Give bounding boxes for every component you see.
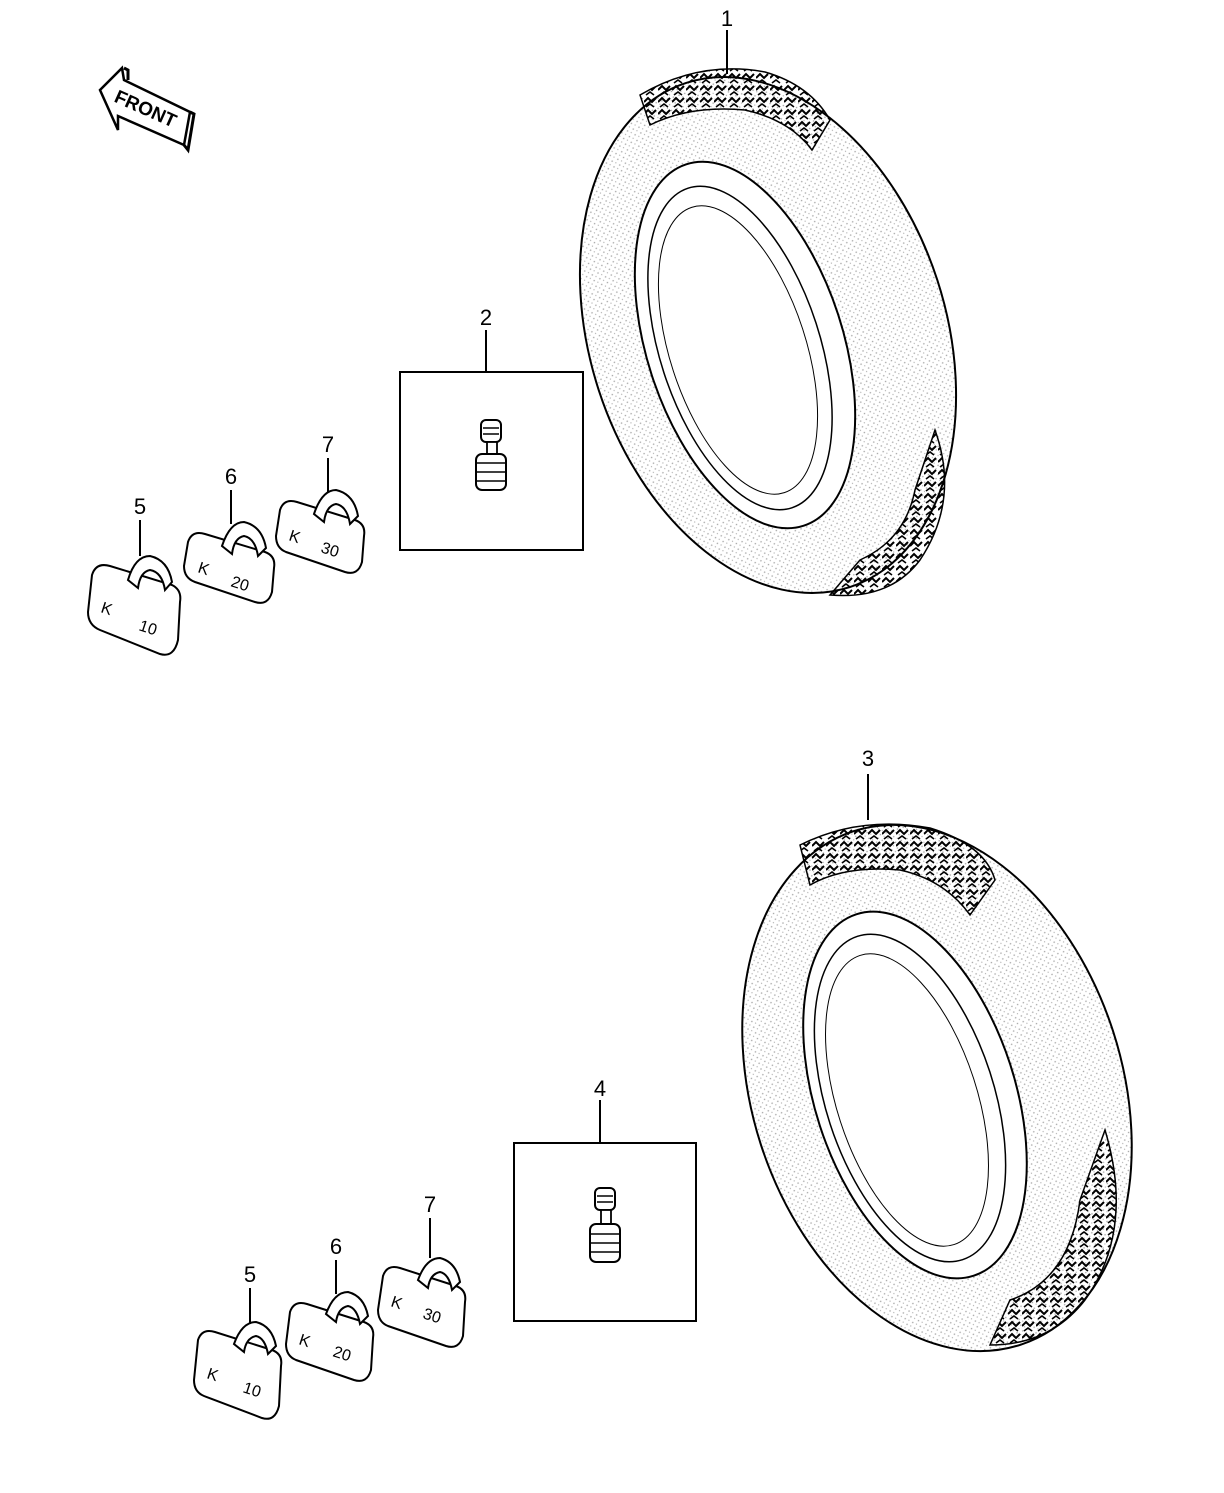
callout-6a: 6: [225, 464, 237, 489]
front-arrow: FRONT: [98, 65, 196, 154]
weight-value-20: 20: [229, 574, 251, 596]
balance-weight-icon: [284, 1290, 375, 1382]
callout-4: 4: [594, 1076, 606, 1101]
balance-weight-icon: [376, 1256, 467, 1348]
front-weights: K 10 K 20 K 30 5 6 7: [86, 432, 366, 656]
weight-value-10: 10: [241, 1380, 263, 1402]
callout-2: 2: [480, 305, 492, 330]
callout-1: 1: [721, 6, 733, 31]
weight-value-20: 20: [331, 1344, 353, 1366]
rear-tire: 3: [741, 746, 1133, 1353]
balance-weight-icon: [182, 520, 276, 604]
weight-value-30: 30: [421, 1306, 443, 1328]
weight-value-10: 10: [137, 618, 159, 640]
front-arrow-icon: [98, 65, 196, 154]
callout-3: 3: [862, 746, 874, 771]
weight-10: K 10: [192, 1320, 283, 1420]
callout-6b: 6: [330, 1234, 342, 1259]
front-valve-group: 2: [399, 305, 584, 551]
weight-20: K 20: [284, 1290, 375, 1382]
balance-weight-icon: [274, 488, 366, 574]
callout-7b: 7: [424, 1192, 436, 1217]
weight-value-30: 30: [319, 540, 341, 562]
rear-valve-group: 4: [513, 1076, 697, 1322]
tire-icon: [741, 823, 1133, 1353]
weight-10: K 10: [86, 554, 182, 656]
front-tire: 1: [578, 6, 958, 597]
callout-7a: 7: [322, 432, 334, 457]
rear-weights: K 10 K 20 K 30 5 6 7: [192, 1192, 467, 1420]
weight-30: K 30: [376, 1256, 467, 1348]
balance-weight-icon: [86, 554, 182, 656]
callout-5b: 5: [244, 1262, 256, 1287]
tire-icon: [578, 68, 958, 597]
callout-5a: 5: [134, 494, 146, 519]
valve-stem-icon: [475, 419, 507, 491]
valve-stem-icon: [589, 1187, 621, 1263]
weight-20: K 20: [182, 520, 276, 604]
weight-30: K 30: [274, 488, 366, 574]
balance-weight-icon: [192, 1320, 283, 1420]
